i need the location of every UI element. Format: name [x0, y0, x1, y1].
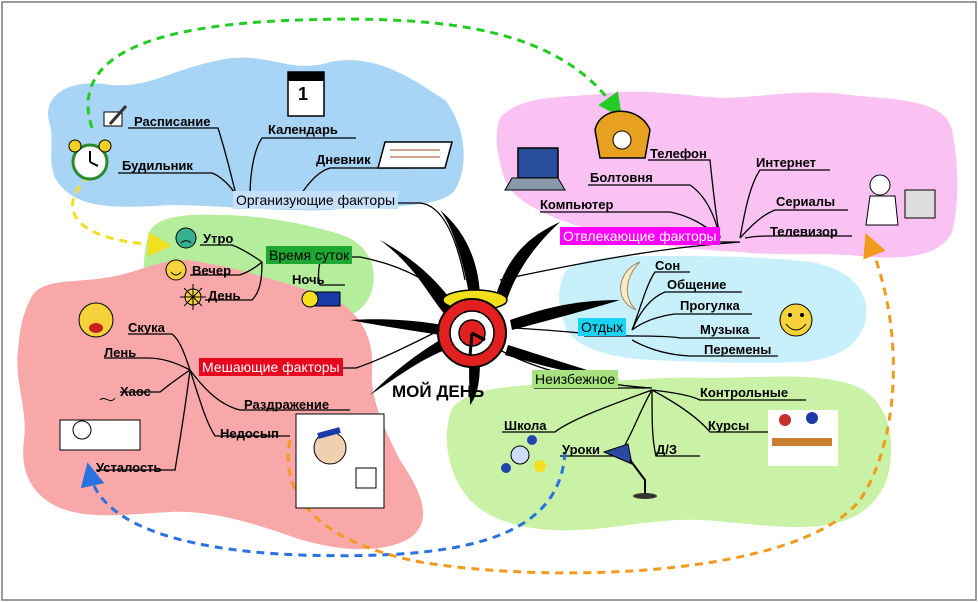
time-of-day-hub: Время суток	[266, 246, 353, 264]
item-schedule: Расписание	[134, 114, 211, 129]
smile-face-icon	[165, 259, 187, 281]
item-sleep: Сон	[655, 258, 681, 273]
calendar-icon: 1	[287, 71, 325, 117]
item-homework: Д/З	[656, 442, 678, 457]
organizing-cloud	[48, 57, 464, 211]
yellow-dashed-arrow	[71, 174, 172, 257]
diary-icon	[377, 141, 453, 169]
distracting-hub: Отвлекающие факторы	[560, 227, 720, 245]
item-socializing: Общение	[667, 277, 727, 292]
music-smiley-icon	[779, 303, 813, 337]
item-music: Музыка	[700, 322, 750, 337]
central-starburst	[350, 210, 620, 405]
item-tests: Контрольные	[700, 385, 789, 400]
organizing-hub: Организующие факторы	[233, 191, 399, 209]
sun-icon	[180, 284, 206, 310]
tv-viewer-icon	[865, 174, 936, 226]
item-night: Ночь	[292, 272, 325, 287]
rest-hub: Отдых	[578, 318, 627, 336]
item-walk: Прогулка	[680, 298, 740, 313]
desk-lamp-icon	[602, 443, 657, 499]
item-diary: Дневник	[316, 152, 371, 167]
item-phone: Телефон	[650, 146, 707, 161]
item-evening: Вечер	[192, 263, 232, 278]
green-dashed-arrow	[86, 17, 622, 129]
item-sleep-deprivation: Недосып	[220, 426, 279, 441]
item-day: День	[208, 288, 241, 303]
item-laziness: Лень	[104, 345, 137, 360]
item-school: Школа	[504, 418, 547, 433]
central-clock-icon	[437, 289, 508, 368]
item-computer: Компьютер	[540, 197, 614, 212]
item-chaos: Хаос	[120, 384, 151, 399]
pencil-note-icon	[103, 105, 128, 127]
alarm-clock-icon	[68, 139, 112, 181]
item-series: Сериалы	[776, 194, 836, 209]
item-morning: Утро	[203, 231, 234, 246]
item-breaks: Перемены	[704, 342, 772, 357]
item-boredom: Скука	[128, 320, 165, 335]
sad-face-icon	[175, 227, 197, 249]
orange-dashed-arrow	[286, 232, 895, 575]
flashlight-icon	[301, 290, 341, 308]
telephone-icon	[594, 110, 651, 159]
waking-person-icon	[295, 413, 385, 509]
crying-face-icon	[78, 302, 114, 338]
classroom-icon	[768, 410, 838, 466]
center-title: МОЙ ДЕНЬ	[392, 382, 485, 401]
item-courses: Курсы	[708, 418, 750, 433]
tired-person-icon	[59, 397, 141, 451]
item-chatter: Болтовня	[590, 170, 653, 185]
item-fatigue: Усталость	[96, 460, 162, 475]
item-lessons: Уроки	[562, 442, 600, 457]
blue-dashed-arrow	[80, 451, 567, 558]
inevitable-hub: Неизбежное	[532, 370, 619, 388]
moon-icon	[620, 261, 641, 311]
interfering-hub: Мешающие факторы	[199, 358, 343, 376]
item-calendar: Календарь	[268, 122, 338, 137]
item-alarm: Будильник	[122, 158, 193, 173]
item-tv: Телевизор	[770, 224, 838, 239]
item-irritation: Раздражение	[244, 397, 330, 412]
svg-text:1: 1	[298, 84, 308, 104]
item-internet: Интернет	[756, 155, 817, 170]
laptop-icon	[504, 147, 566, 191]
molecule-icon	[501, 435, 546, 473]
